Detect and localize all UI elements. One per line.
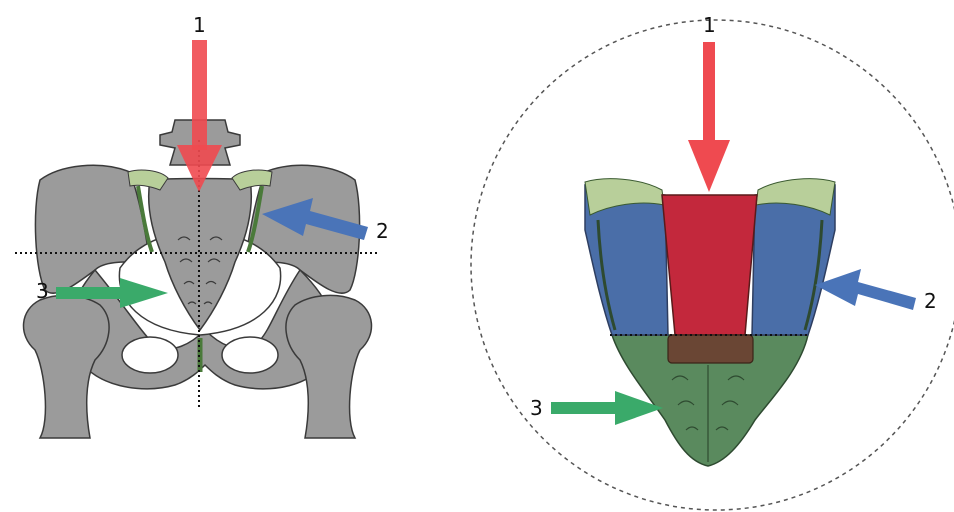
wedge-lower-block: [668, 335, 753, 363]
right-label-1: 1: [703, 13, 716, 37]
right-arrow-2-lateral-force: [815, 269, 916, 310]
right-panel: 1 2 3: [471, 13, 954, 510]
left-label-3: 3: [36, 279, 49, 303]
right-label-2: 2: [924, 289, 937, 313]
right-label-3: 3: [530, 396, 543, 420]
s1-wedge: [662, 195, 757, 335]
right-arrow-3-forward-force: [551, 391, 663, 425]
left-label-1: 1: [193, 13, 206, 37]
left-arrow-1-vertical-load: [177, 40, 222, 192]
left-obturator-foramen: [122, 337, 178, 373]
left-label-2: 2: [376, 219, 389, 243]
left-panel: 1 2 3: [15, 13, 389, 438]
right-obturator-foramen: [222, 337, 278, 373]
right-arrow-1-vertical-load: [688, 42, 730, 192]
